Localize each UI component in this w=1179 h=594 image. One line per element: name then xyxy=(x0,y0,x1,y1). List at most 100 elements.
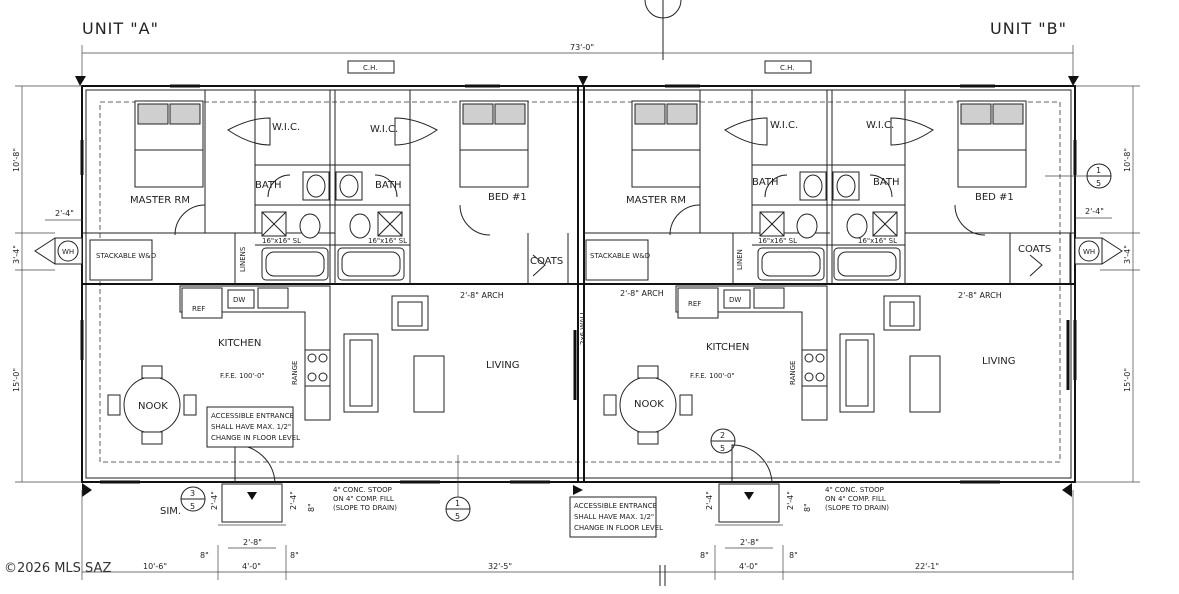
label-linens-b: LINEN xyxy=(736,249,744,270)
section-marker-bottom xyxy=(445,455,471,522)
label-wic2-b: W.I.C. xyxy=(866,120,894,131)
corner-markers xyxy=(75,76,1079,497)
dim-stoop-a-v1: 2'-4" xyxy=(210,491,219,510)
mls-watermark: ©2026 MLS SAZ xyxy=(4,561,111,576)
accessible-note-a-1: ACCESSIBLE ENTRANCE xyxy=(211,412,294,420)
ch-label-left: C.H. xyxy=(363,64,377,72)
label-wic2-a: W.I.C. xyxy=(370,124,398,135)
dim-bottom-5: 22'-1" xyxy=(915,562,939,571)
stoop-note-b-3: (SLOPE TO DRAIN) xyxy=(825,504,889,512)
dim-stoop-a-v3: 8" xyxy=(307,503,316,512)
unit-a-partitions xyxy=(204,90,569,284)
laundry-and-wh xyxy=(34,237,1123,281)
section-left-top: 3 xyxy=(190,489,195,498)
bath-fixtures xyxy=(261,211,901,281)
label-bath1-a: BATH xyxy=(255,180,282,191)
label-arch2-b: 2'-8" ARCH xyxy=(958,291,1002,300)
label-coats-a: COATS xyxy=(530,256,563,267)
label-ffe-b: F.F.E. 100'-0" xyxy=(690,372,735,380)
stoop-note-a-2: ON 4" COMP. FILL xyxy=(333,495,394,503)
dim-left-bottom: 15'-0" xyxy=(12,368,21,392)
accessible-note-box-a xyxy=(206,406,294,448)
dim-right-bottom: 15'-0" xyxy=(1123,368,1132,392)
exterior-walls xyxy=(81,85,1076,483)
unit-a-title: UNIT "A" xyxy=(82,19,159,38)
label-living-a: LIVING xyxy=(486,360,520,371)
label-stackable-b: STACKABLE W&D xyxy=(590,252,650,260)
ch-label-right: C.H. xyxy=(780,64,794,72)
bottom-dimension-line xyxy=(81,490,1074,586)
label-master-a: MASTER RM xyxy=(130,195,190,206)
label-coats-b: COATS xyxy=(1018,244,1051,255)
dim-stoop-a-side: 8" xyxy=(200,551,209,560)
label-arch1-b: 2'-8" ARCH xyxy=(620,289,664,298)
sim-label: SIM. xyxy=(160,506,181,517)
entry-stoop-b xyxy=(715,444,783,526)
accessible-note-b-2: SHALL HAVE MAX. 1/2" xyxy=(574,513,654,521)
label-bath2-b: BATH xyxy=(873,177,900,188)
entry-stoop-a xyxy=(218,444,286,526)
nook-table-a xyxy=(107,365,197,445)
label-ref-a: REF xyxy=(192,305,205,313)
label-bath1-b: BATH xyxy=(752,177,779,188)
kitchen-b-counters xyxy=(675,285,828,421)
dim-stoop-a-v2: 2'-4" xyxy=(289,491,298,510)
stoop-note-b-2: ON 4" COMP. FILL xyxy=(825,495,886,503)
living-furniture-b xyxy=(839,295,941,413)
wh-label-left: WH xyxy=(62,248,74,256)
dim-left-wh: 3'-4" xyxy=(12,245,21,264)
label-dw-a: DW xyxy=(233,296,245,304)
dim-right-wh: 3'-4" xyxy=(1123,245,1132,264)
stoop-note-a-1: 4" CONC. STOOP xyxy=(333,486,392,494)
dim-bottom-1: 10'-6" xyxy=(143,562,167,571)
section-center-top: 2 xyxy=(720,431,725,440)
dim-stoop-b-v3: 8" xyxy=(803,503,812,512)
accessible-note-a-2: SHALL HAVE MAX. 1/2" xyxy=(211,423,291,431)
dim-stoop-b-v2: 2'-4" xyxy=(786,491,795,510)
overall-dimension: 73'-0" xyxy=(81,43,1074,82)
wic-door-arcs xyxy=(174,117,986,236)
right-dimension-line xyxy=(1075,85,1140,483)
label-arch-a: 2'-8" ARCH xyxy=(460,291,504,300)
wh-label-right: WH xyxy=(1083,248,1095,256)
dim-bottom-3: 32'-5" xyxy=(488,562,512,571)
bed-master-b xyxy=(631,100,701,188)
label-bed-b: BED #1 xyxy=(975,192,1014,203)
dim-wh-right: 2'-4" xyxy=(1085,207,1104,216)
section-bottom-top: 1 xyxy=(455,499,460,508)
accessible-note-a-3: CHANGE IN FLOOR LEVEL xyxy=(211,434,300,442)
stoop-note-b-1: 4" CONC. STOOP xyxy=(825,486,884,494)
north-arrow-icon xyxy=(644,0,682,60)
section-marker-right xyxy=(1045,163,1112,189)
section-right-top: 1 xyxy=(1096,166,1101,175)
label-shower1-b: 16"x16" SL xyxy=(758,237,797,245)
label-wic1-a: W.I.C. xyxy=(272,122,300,133)
label-shower1-a: 16"x16" SL xyxy=(262,237,301,245)
label-nook-a: NOOK xyxy=(138,401,168,412)
dim-left-top: 10'-8" xyxy=(12,148,21,172)
overall-width-label: 73'-0" xyxy=(570,43,594,52)
dim-stoop-b-v1: 2'-4" xyxy=(705,491,714,510)
label-kitchen-b: KITCHEN xyxy=(706,342,749,353)
dim-bottom-2: 4'-0" xyxy=(242,562,261,571)
section-bottom-bottom: 5 xyxy=(455,512,460,521)
ch-box-left xyxy=(347,60,395,74)
dim-stoop-a-width: 2'-8" xyxy=(243,538,262,547)
label-shower2-a: 16"x16" SL xyxy=(368,237,407,245)
dim-stoop-b-side: 8" xyxy=(700,551,709,560)
dim-bottom-4: 4'-0" xyxy=(739,562,758,571)
living-furniture-a xyxy=(343,295,445,413)
label-master-b: MASTER RM xyxy=(626,195,686,206)
left-dimension-line xyxy=(15,85,82,483)
label-bath2-a: BATH xyxy=(375,180,402,191)
label-bed-a: BED #1 xyxy=(488,192,527,203)
kitchen-a-counters xyxy=(179,285,331,421)
accessible-note-box-b xyxy=(569,496,657,538)
accessible-note-b-1: ACCESSIBLE ENTRANCE xyxy=(574,502,657,510)
bed-1-a xyxy=(459,100,529,188)
accessible-note-b-3: CHANGE IN FLOOR LEVEL xyxy=(574,524,663,532)
dim-right-top: 10'-8" xyxy=(1123,148,1132,172)
label-nook-b: NOOK xyxy=(634,399,664,410)
unit-b-title: UNIT "B" xyxy=(990,19,1067,38)
